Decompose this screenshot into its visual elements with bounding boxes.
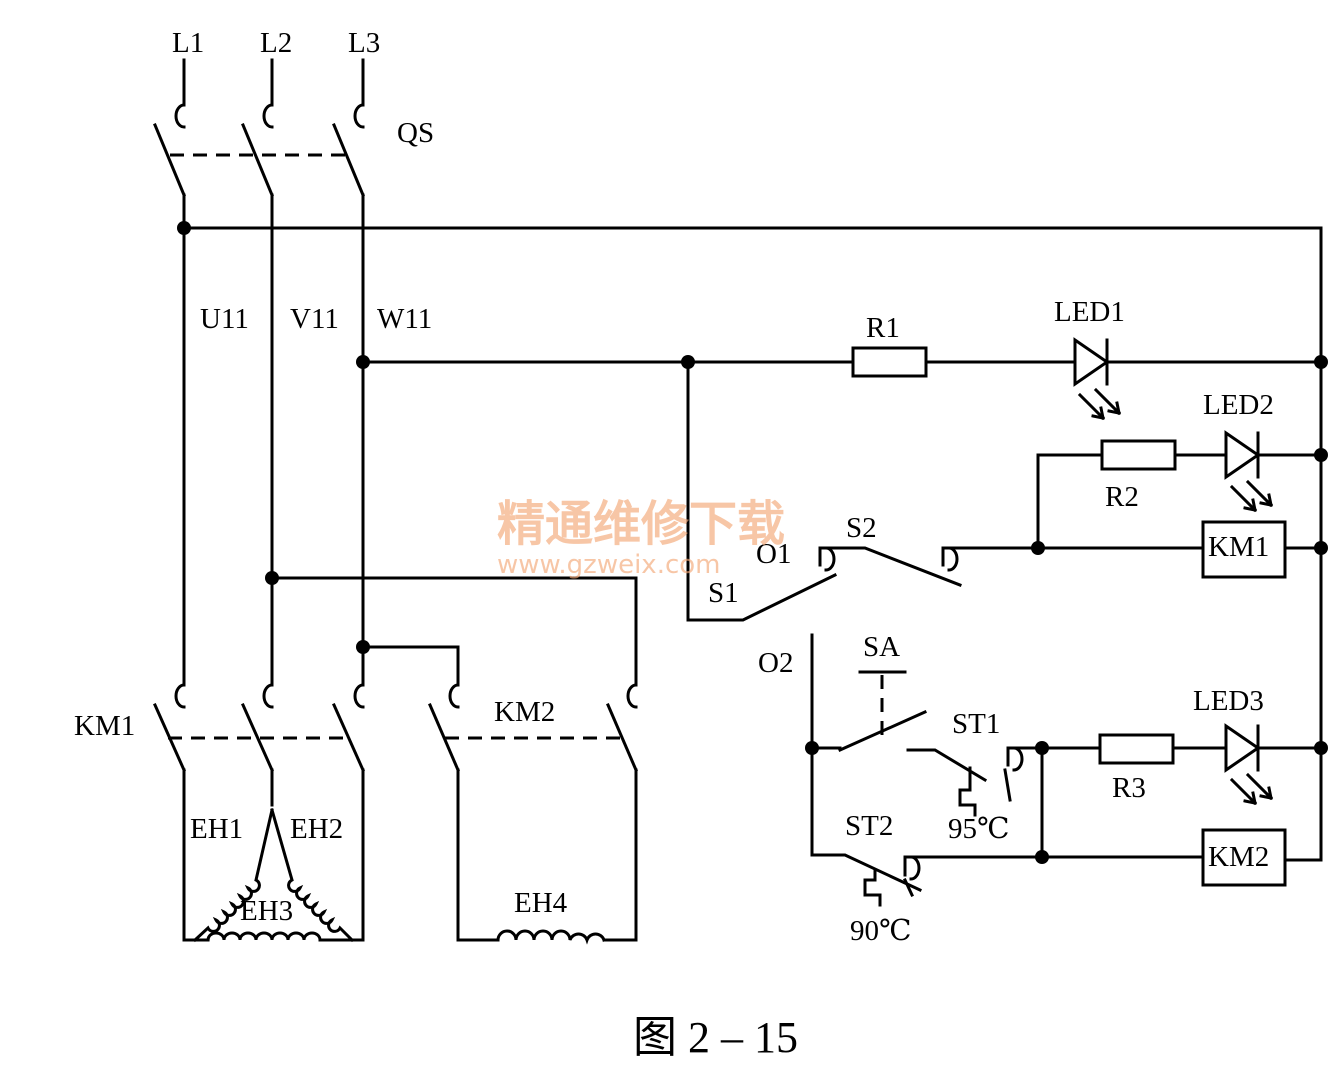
label-l3: L3 — [348, 27, 380, 59]
label-km1-contacts: KM1 — [74, 710, 135, 742]
led1-diode — [1073, 337, 1122, 421]
label-eh1: EH1 — [190, 813, 243, 845]
label-eh4: EH4 — [514, 887, 568, 919]
label-s2: S2 — [846, 512, 877, 544]
junction-dot — [356, 355, 370, 369]
label-l2: L2 — [260, 27, 292, 59]
label-eh2: EH2 — [290, 813, 343, 845]
label-r1: R1 — [866, 312, 900, 344]
resistor-r3 — [1098, 733, 1175, 765]
switch-sa — [810, 633, 927, 892]
watermark-url: www.gzweix.com — [497, 550, 721, 580]
label-led2: LED2 — [1203, 389, 1274, 421]
label-r2: R2 — [1105, 481, 1139, 513]
contactor-km1-contacts — [153, 683, 365, 772]
coil-km2 — [1201, 828, 1287, 887]
label-95c: 95℃ — [948, 813, 1009, 845]
junction-dot — [177, 221, 191, 235]
resistor-r1 — [851, 346, 928, 378]
label-qs: QS — [397, 117, 434, 149]
label-km1-coil: KM1 — [1208, 531, 1269, 563]
label-u11: U11 — [200, 303, 249, 335]
contactor-km2-contacts — [270, 576, 638, 772]
label-o2: O2 — [758, 647, 793, 679]
label-o1: O1 — [756, 538, 791, 570]
label-eh3: EH3 — [240, 895, 293, 927]
label-km2-contacts: KM2 — [494, 696, 555, 728]
label-w11: W11 — [377, 303, 432, 335]
main-switch-qs — [153, 58, 365, 687]
resistor-r2 — [1100, 439, 1177, 471]
thermostat-st2 — [863, 855, 1205, 907]
watermark-title: 精通维修下载 — [497, 496, 785, 552]
switch-s1-s2 — [686, 360, 1205, 622]
led3-diode — [1224, 723, 1274, 806]
heater-delta-eh1-eh3 — [182, 768, 365, 943]
label-st2: ST2 — [845, 810, 893, 842]
figure-caption: 图 2 – 15 — [633, 1013, 798, 1062]
label-r3: R3 — [1112, 772, 1146, 804]
heater-eh4 — [456, 768, 638, 945]
label-km2-coil: KM2 — [1208, 841, 1269, 873]
label-90c: 90℃ — [850, 915, 911, 947]
label-led3: LED3 — [1193, 685, 1264, 717]
thermostat-st1 — [906, 746, 1102, 817]
label-v11: V11 — [290, 303, 339, 335]
label-l1: L1 — [172, 27, 204, 59]
led2-diode — [1224, 430, 1274, 513]
label-led1: LED1 — [1054, 296, 1125, 328]
label-st1: ST1 — [952, 708, 1000, 740]
label-sa: SA — [863, 631, 900, 663]
label-s1: S1 — [708, 577, 739, 609]
